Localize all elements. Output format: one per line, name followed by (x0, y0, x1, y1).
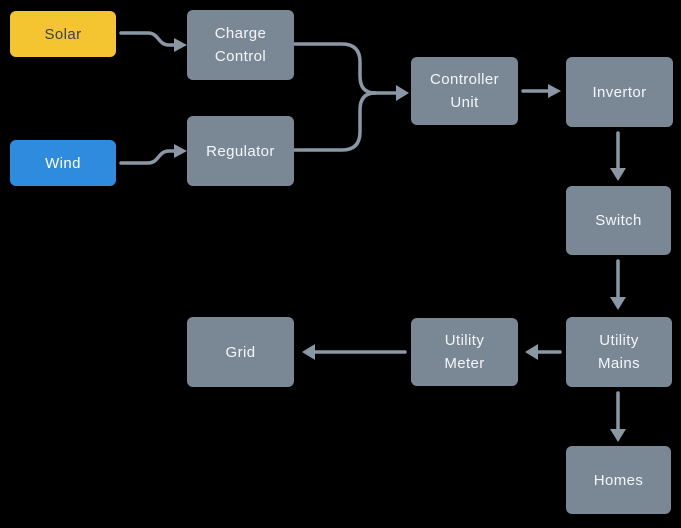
node-controller-unit: Controller Unit (411, 57, 518, 125)
node-switch-label: Switch (595, 212, 642, 229)
arrowhead-icon (548, 84, 561, 98)
edge-utility-meter-to-grid (302, 344, 407, 360)
arrowhead-icon (174, 144, 187, 158)
edge-utility-mains-to-utility-meter (525, 344, 562, 360)
node-wind-label: Wind (45, 154, 81, 172)
edge-invertor-to-switch (610, 131, 626, 181)
arrowhead-icon (396, 85, 409, 101)
node-controller-unit-label: Controller Unit (429, 71, 500, 111)
arrowhead-icon (174, 38, 187, 52)
edge-regulator-to-merge (292, 91, 377, 152)
arrowhead-icon (610, 168, 626, 181)
node-utility-mains-label: Utility Mains (597, 332, 640, 372)
node-utility-meter: Utility Meter (411, 318, 518, 386)
node-invertor: Invertor (566, 57, 673, 127)
edge-charge-control-to-merge (292, 42, 377, 95)
arrowhead-icon (525, 344, 538, 360)
node-grid-label: Grid (225, 343, 256, 361)
node-utility-mains: Utility Mains (566, 317, 672, 387)
node-homes-label: Homes (593, 471, 644, 489)
edge-solar-to-charge-control (119, 31, 187, 52)
node-grid: Grid (187, 317, 294, 387)
node-wind: Wind (10, 140, 116, 186)
node-regulator-label: Regulator (206, 142, 275, 160)
node-charge-control-label: Charge Control (214, 25, 267, 65)
edge-merge-to-controller-unit (370, 85, 409, 101)
arrowhead-icon (302, 344, 315, 360)
node-homes: Homes (566, 446, 671, 514)
node-switch: Switch (566, 186, 671, 255)
node-charge-control: Charge Control (187, 10, 294, 80)
arrowhead-icon (610, 429, 626, 442)
node-solar: Solar (10, 11, 116, 57)
node-invertor-label: Invertor (592, 83, 647, 101)
edge-utility-mains-to-homes (610, 391, 626, 442)
edge-switch-to-utility-mains (610, 259, 626, 310)
node-regulator: Regulator (187, 116, 294, 186)
edge-wind-to-regulator (119, 144, 187, 165)
edge-controller-unit-to-invertor (521, 84, 561, 98)
node-utility-meter-label: Utility Meter (444, 332, 485, 372)
node-solar-label: Solar (44, 25, 82, 43)
arrowhead-icon (610, 297, 626, 310)
